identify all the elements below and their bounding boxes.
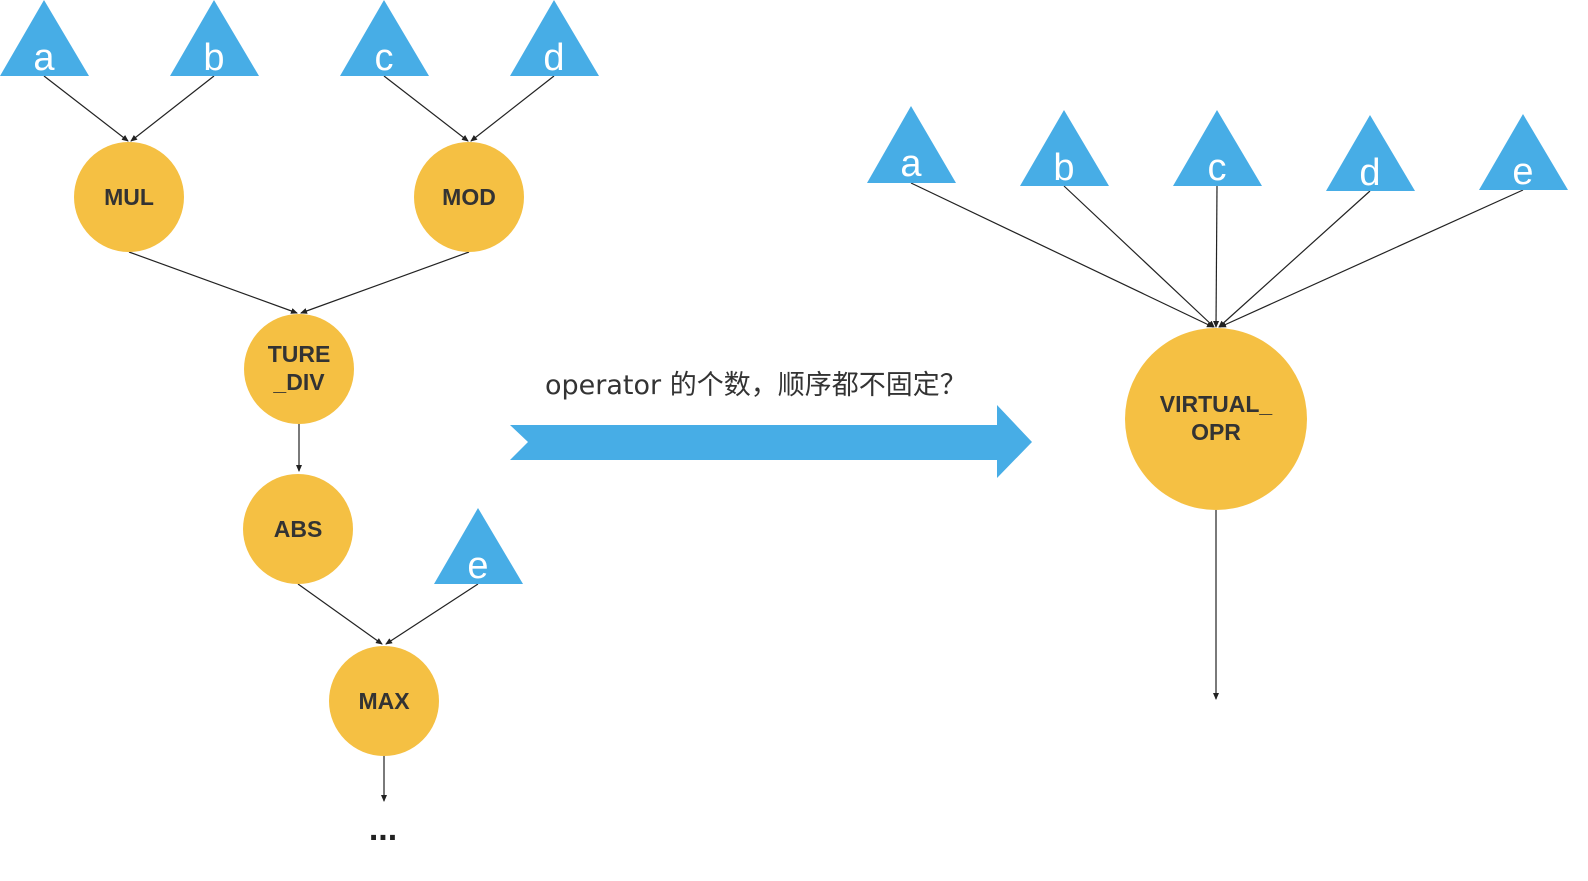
- input-label: b: [1053, 147, 1074, 189]
- operator-label: MOD: [442, 184, 496, 210]
- operator-label: MAX: [358, 688, 410, 714]
- operator-abs: ABS: [243, 474, 353, 584]
- edge-abs-to-max: [297, 583, 383, 645]
- operator-node: [414, 142, 524, 252]
- right-input-c: c: [1173, 110, 1262, 189]
- input-label: d: [543, 37, 564, 79]
- edge-d-to-virtual: [1218, 190, 1371, 328]
- triangle-node-icon: [510, 0, 599, 76]
- edge-e-to-virtual: [1219, 189, 1524, 328]
- edge-d-to-mod: [470, 75, 555, 142]
- input-label: e: [467, 545, 488, 587]
- operator-node: [243, 474, 353, 584]
- edge-b-to-mul: [130, 75, 215, 142]
- operator-true-div: TURE _DIV: [244, 314, 354, 424]
- continuation-ellipsis: ...: [369, 810, 397, 848]
- left-input-e: e: [434, 508, 523, 587]
- edge-c-to-mod: [383, 75, 469, 142]
- left-edges: [43, 75, 555, 802]
- edge-mod-to-truediv: [300, 251, 470, 314]
- operator-max: MAX: [329, 646, 439, 756]
- edge-e-to-max: [385, 583, 479, 645]
- input-label: c: [1208, 147, 1227, 189]
- operator-node: [244, 314, 354, 424]
- left-input-a: a: [0, 0, 89, 79]
- triangle-node-icon: [0, 0, 89, 76]
- input-label: d: [1359, 152, 1380, 194]
- operator-virtual-opr: VIRTUAL_ OPR: [1125, 328, 1307, 510]
- operator-label-line2: _DIV: [272, 369, 325, 395]
- edge-c-to-virtual: [1213, 185, 1220, 328]
- operator-node: [1125, 328, 1307, 510]
- input-label: a: [33, 37, 55, 79]
- transform-caption: operator 的个数，顺序都不固定？: [545, 370, 967, 401]
- input-label: b: [203, 37, 224, 79]
- right-input-d: d: [1326, 115, 1415, 194]
- triangle-node-icon: [1020, 110, 1109, 186]
- triangle-node-icon: [1479, 114, 1568, 190]
- operator-label-line1: VIRTUAL_: [1160, 391, 1273, 417]
- operator-label-line1: TURE: [268, 341, 331, 367]
- triangle-node-icon: [1326, 115, 1415, 191]
- left-input-b: b: [170, 0, 259, 79]
- edge-a-to-virtual: [910, 182, 1214, 328]
- operator-label-line2: OPR: [1191, 419, 1241, 445]
- left-input-c: c: [340, 0, 429, 79]
- right-edges: [910, 182, 1524, 700]
- operator-node: [329, 646, 439, 756]
- operator-mod: MOD: [414, 142, 524, 252]
- input-label: c: [375, 37, 394, 79]
- transform-arrow-icon: [510, 405, 1032, 478]
- operator-node: [74, 142, 184, 252]
- input-label: e: [1512, 151, 1533, 193]
- input-label: a: [900, 143, 922, 185]
- operator-mul: MUL: [74, 142, 184, 252]
- right-input-a: a: [867, 106, 956, 185]
- operator-label: ABS: [274, 516, 323, 542]
- triangle-node-icon: [1173, 110, 1262, 186]
- edge-a-to-mul: [43, 75, 129, 142]
- operator-label: MUL: [104, 184, 154, 210]
- left-input-d: d: [510, 0, 599, 79]
- edge-mul-to-truediv: [128, 251, 298, 314]
- triangle-node-icon: [340, 0, 429, 76]
- edge-b-to-virtual: [1063, 185, 1215, 328]
- triangle-node-icon: [434, 508, 523, 584]
- triangle-node-icon: [867, 106, 956, 183]
- triangle-node-icon: [170, 0, 259, 76]
- right-input-b: b: [1020, 110, 1109, 189]
- right-input-e: e: [1479, 114, 1568, 193]
